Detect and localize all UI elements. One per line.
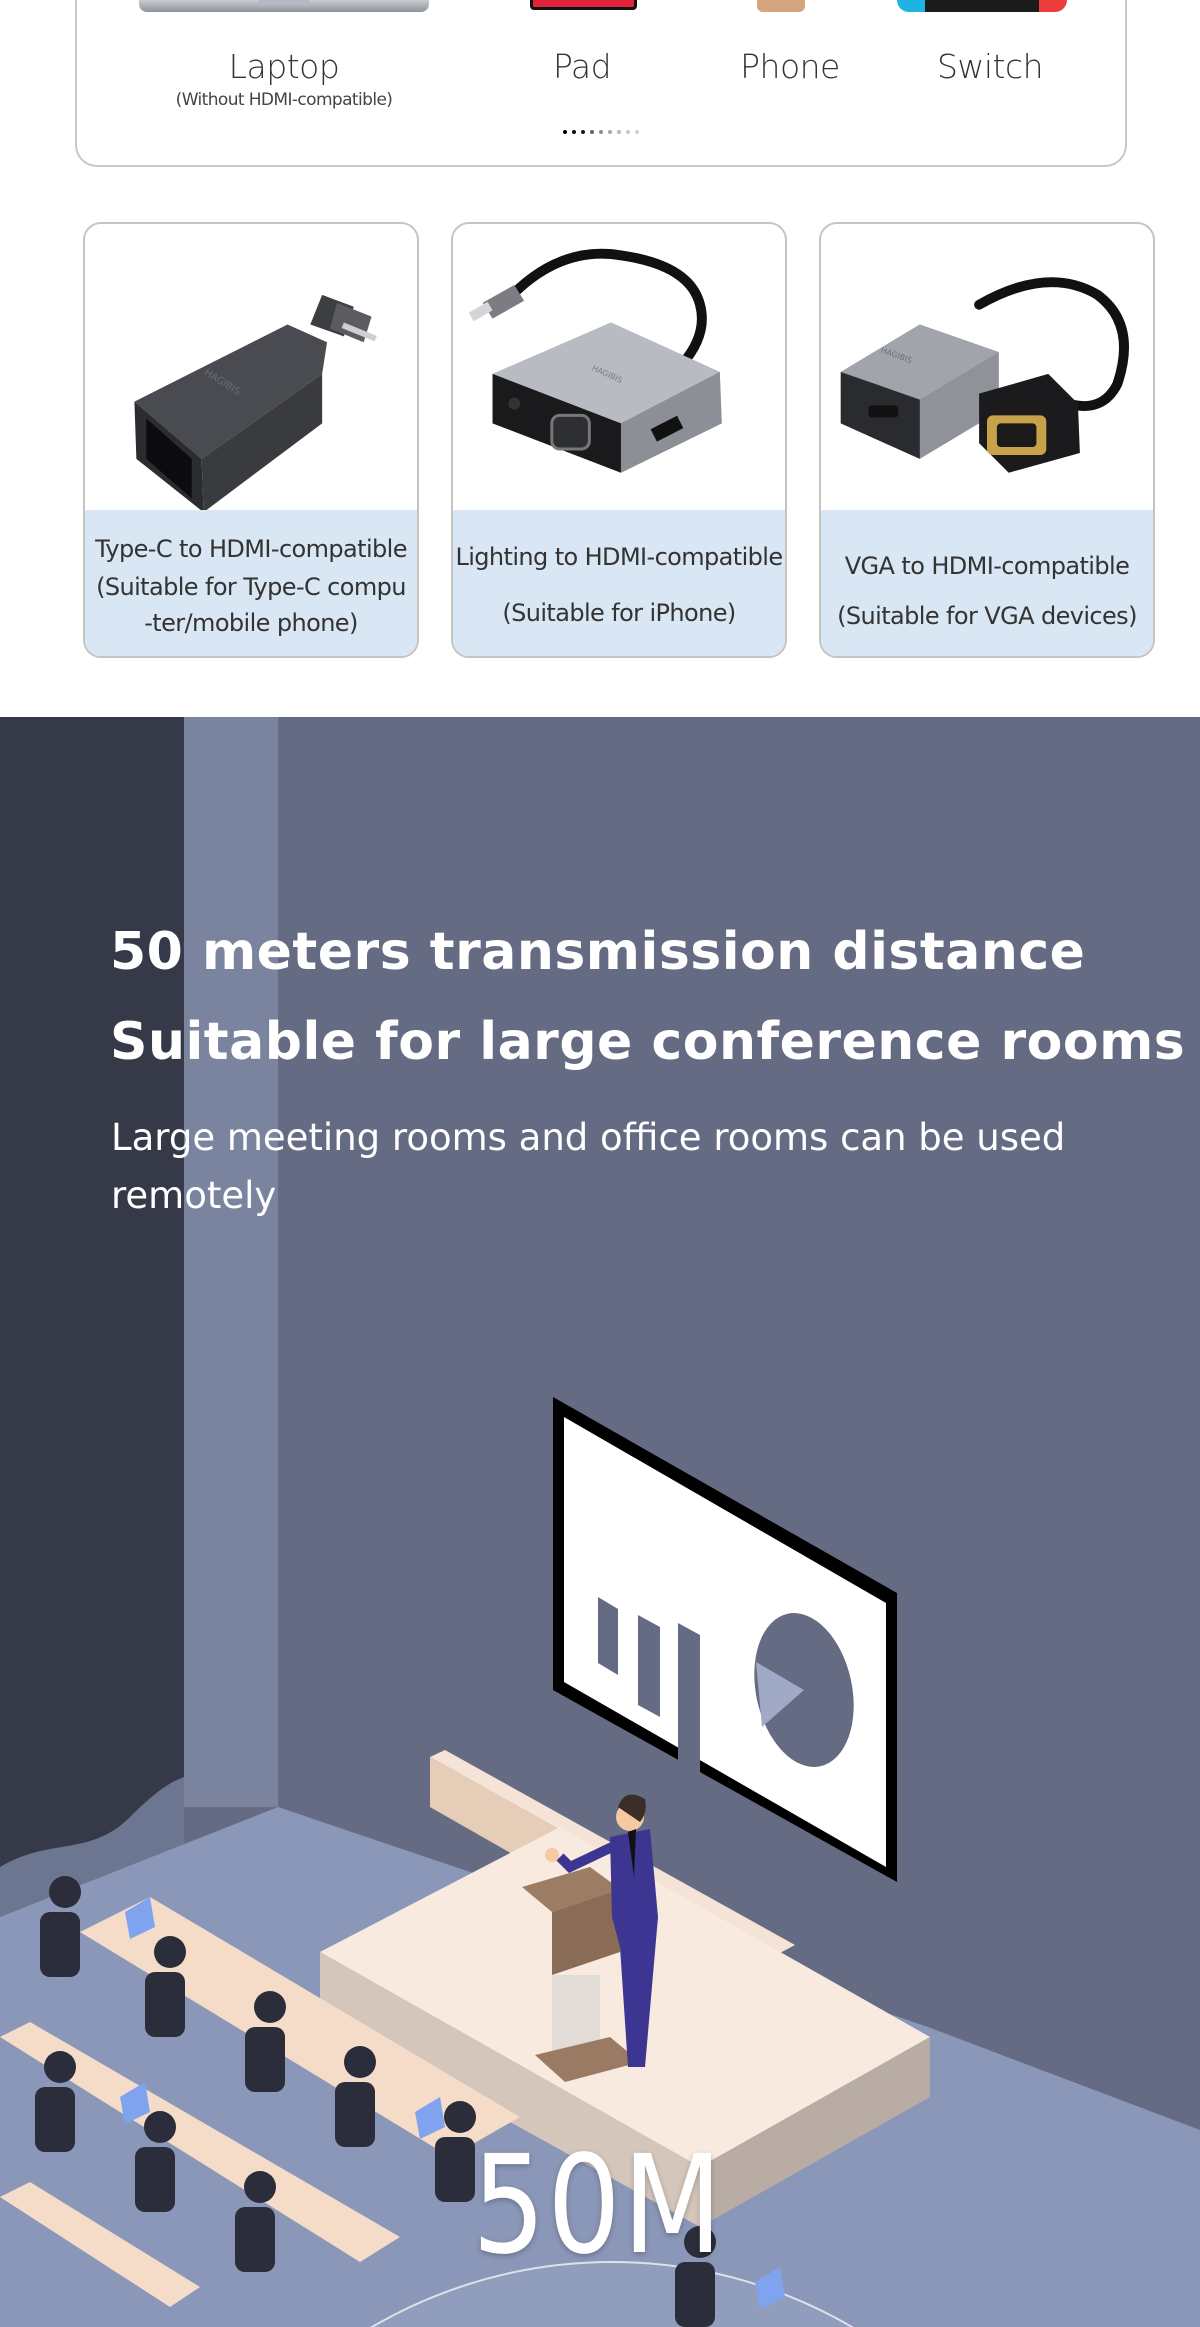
- vga-adapter-image: HAGIBIS: [840, 277, 1129, 473]
- conference-room-section: 50 meters transmission distance Suitable…: [0, 717, 1200, 2327]
- game-console-icon: [897, 0, 1067, 12]
- headline-line-2: Suitable for large conference rooms: [110, 1012, 1186, 1072]
- adapter-title: VGA to HDMI-compatible: [844, 552, 1130, 580]
- device-label-switch: Switch: [936, 47, 1044, 86]
- headline-line-1: 50 meters transmission distance: [110, 922, 1086, 982]
- carousel-dots[interactable]: [563, 130, 639, 134]
- distance-badge: 50M: [472, 2127, 724, 2285]
- laptop-icon: [139, 0, 429, 12]
- device-label-pad: Pad: [552, 47, 612, 86]
- device-compatibility-card: Laptop (Without HDMI-compatible) Pad Pho…: [75, 0, 1127, 167]
- adapter-caption: Lighting to HDMI-compatible (Suitable fo…: [453, 510, 785, 656]
- lightning-adapter-image: HAGIBIS: [468, 248, 722, 473]
- device-label-phone: Phone: [740, 47, 840, 86]
- conference-room-illustration: [0, 717, 1200, 2327]
- adapter-card-lightning[interactable]: HAGIBIS Lighting to HDMI-compatible (Sui…: [451, 222, 787, 658]
- adapter-card-type-c[interactable]: HAGIBIS Type-C to HDMI-compatible (Suita…: [83, 222, 419, 658]
- section-headline: 50 meters transmission distance Suitable…: [110, 907, 1185, 1087]
- tablet-icon: [530, 0, 637, 10]
- phone-icon: [757, 0, 805, 12]
- adapter-title: Lighting to HDMI-compatible: [455, 543, 783, 571]
- section-subline: Large meeting rooms and office rooms can…: [111, 1116, 1066, 1217]
- adapter-subtitle: (Suitable for iPhone): [502, 599, 736, 627]
- device-sublabel-laptop: (Without HDMI-compatible): [175, 90, 393, 110]
- adapter-caption: VGA to HDMI-compatible (Suitable for VGA…: [821, 510, 1153, 656]
- type-c-adapter-image: HAGIBIS: [134, 294, 377, 510]
- adapter-card-vga[interactable]: HAGIBIS VGA to HDMI-compatible (Suitable…: [819, 222, 1155, 658]
- adapter-subtitle: (Suitable for VGA devices): [837, 602, 1137, 630]
- adapter-caption: Type-C to HDMI-compatible (Suitable for …: [85, 510, 417, 656]
- device-label-laptop: Laptop: [228, 47, 340, 86]
- adapter-subtitle: (Suitable for Type-C compu -ter/mobile p…: [96, 573, 406, 637]
- adapter-title: Type-C to HDMI-compatible: [95, 535, 407, 563]
